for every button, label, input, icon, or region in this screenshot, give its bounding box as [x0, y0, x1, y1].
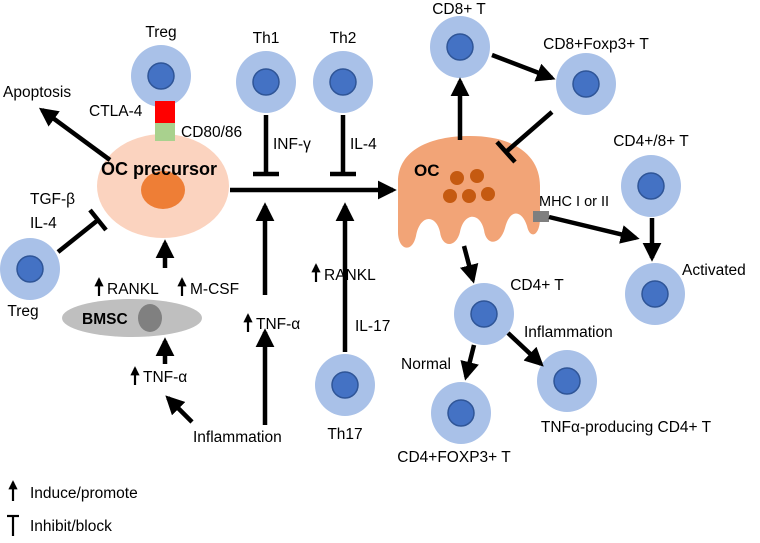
- th17-label: Th17: [327, 426, 362, 443]
- oc-precursor-label: OC precursor: [101, 159, 217, 179]
- osteoclast-cell: [398, 136, 540, 248]
- il17-label: IL-17: [355, 318, 390, 335]
- oc-nucleus: [470, 169, 484, 183]
- cd4-inflammation-arrow: [506, 331, 544, 367]
- cd4-foxp3-t-cell: [431, 382, 491, 444]
- legend-induce-label: Induce/promote: [30, 485, 138, 502]
- legend-inhibit-label: Inhibit/block: [30, 518, 112, 535]
- oc-nucleus: [443, 189, 457, 203]
- th1-cell: [236, 51, 296, 113]
- cd4-normal-arrow: [460, 344, 479, 381]
- tgfb-label: TGF-β: [30, 191, 75, 208]
- foxp3-inhibit-line: [504, 110, 554, 154]
- bmsc-label: BMSC: [82, 311, 128, 328]
- cd48-t-label: CD4+/8+ T: [613, 133, 689, 150]
- treg-left-cell: [0, 238, 60, 300]
- cd8-to-foxp3-arrow: [491, 52, 556, 82]
- treg-top-label: Treg: [145, 24, 176, 41]
- cd80-86-label: CD80/86: [181, 124, 242, 141]
- tnfa-mid-label: TNF-α: [256, 316, 300, 333]
- oc-nucleus: [450, 171, 464, 185]
- oc-nucleus: [481, 187, 495, 201]
- activated-label: Activated: [682, 262, 746, 279]
- tnf-producing-cd4-t-cell: [537, 350, 597, 412]
- cd8-foxp3-t-cell: [556, 53, 616, 115]
- treg-inhibit-bar: [88, 208, 108, 232]
- cd4-8-t-cell: [621, 155, 681, 217]
- cd8-t-cell: [430, 16, 490, 78]
- mhc-receptor: [533, 211, 549, 222]
- th2-cell: [313, 51, 373, 113]
- rankl-bmsc-label: RANKL: [107, 281, 159, 298]
- mcsf-label: M-CSF: [190, 281, 239, 298]
- cd8-t-label: CD8+ T: [432, 1, 486, 18]
- ctla4-label: CTLA-4: [89, 103, 143, 120]
- apoptosis-arrow: [38, 107, 112, 162]
- activated-t-cell: [625, 263, 685, 325]
- cd4-t-cell: [454, 283, 514, 345]
- th17-cell: [315, 354, 375, 416]
- normal-label: Normal: [401, 356, 451, 373]
- bmsc-cell: [62, 299, 202, 337]
- tnf-cd4-label: TNFα-producing CD4+ T: [541, 419, 712, 436]
- oc-nucleus: [462, 189, 476, 203]
- apoptosis-label: Apoptosis: [3, 84, 71, 101]
- mhc-label: MHC I or II: [539, 194, 609, 210]
- inflammation-bottom-label: Inflammation: [193, 429, 282, 446]
- cd4-foxp3-label: CD4+FOXP3+ T: [397, 449, 511, 466]
- cd8-foxp3-label: CD8+Foxp3+ T: [543, 36, 649, 53]
- foxp3-inhibit-bar: [495, 140, 517, 164]
- oc-precursor-nucleus: [141, 171, 185, 209]
- rankl-th17-label: RANKL: [324, 267, 376, 284]
- th1-label: Th1: [253, 30, 280, 47]
- inflammation-to-bmsc-arrow: [165, 395, 194, 424]
- th2-label: Th2: [330, 30, 357, 47]
- ctla4-bar: [155, 101, 175, 123]
- infg-label: INF-γ: [273, 136, 311, 153]
- tnfa-bmsc-label: TNF-α: [143, 369, 187, 386]
- il4-th2-label: IL-4: [350, 136, 377, 153]
- oc-to-cd4-arrow: [459, 245, 479, 284]
- inflammation-cd4-label: Inflammation: [524, 324, 613, 341]
- il4-treg-label: IL-4: [30, 215, 57, 232]
- treg-left-label: Treg: [7, 303, 38, 320]
- oc-precursor-cell: [97, 134, 229, 238]
- treg-top-cell: [131, 45, 191, 107]
- mhc-to-activated-arrow: [548, 214, 640, 244]
- cd80-86-bar: [155, 123, 175, 141]
- oc-label: OC: [414, 161, 440, 180]
- cd4-t-label: CD4+ T: [510, 277, 564, 294]
- treg-inhibit-line: [56, 218, 100, 254]
